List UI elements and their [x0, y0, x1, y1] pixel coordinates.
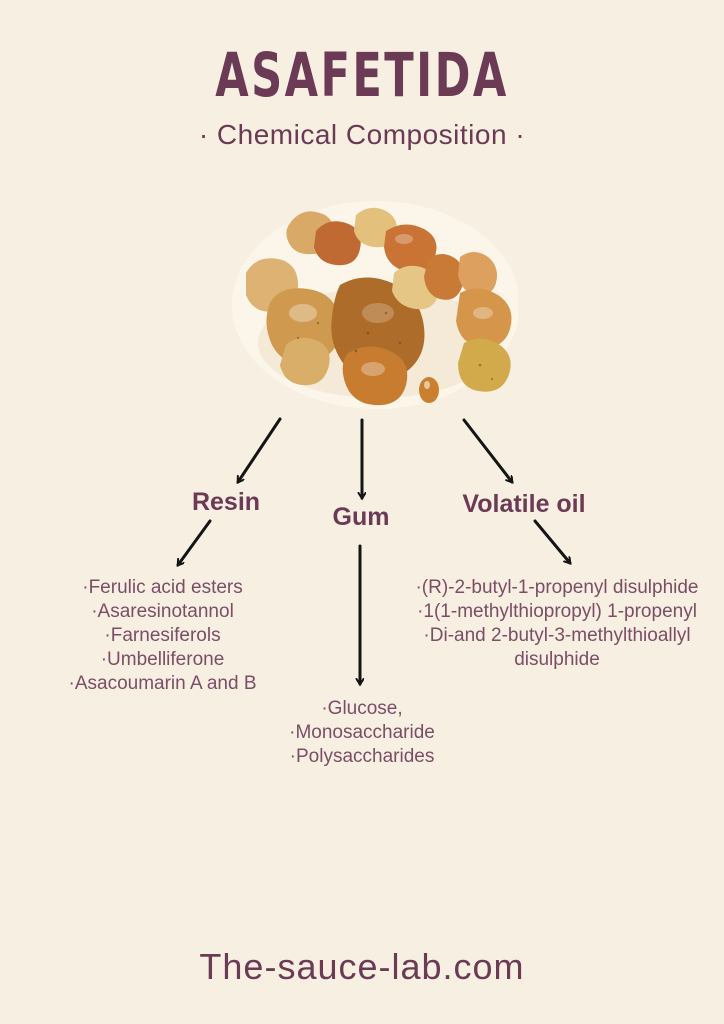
- arrow-resin-to-list: [176, 519, 212, 565]
- list-item: ·Asaresinotannol: [91, 601, 234, 622]
- arrow-photo-to-volatile-oil: [462, 418, 514, 482]
- list-item: ·Polysaccharides: [289, 746, 435, 767]
- branch-label-resin: Resin: [191, 488, 261, 516]
- list-item: ·1(1-methylthiopropyl) 1-propenyl: [417, 601, 697, 622]
- asafetida-resin-photo: [232, 201, 518, 409]
- list-item: ·Umbelliferone: [100, 649, 225, 670]
- page-subtitle: · Chemical Composition ·: [198, 119, 526, 150]
- list-item: ·Glucose,: [321, 698, 403, 719]
- list-item: ·Di-and 2-butyl-3-methylthioallyl disulp…: [423, 625, 691, 670]
- branch-label-volatile-oil: Volatile oil: [462, 490, 586, 518]
- page-title: ASAFETIDA: [215, 40, 509, 111]
- volatile-oil-components-list: ·(R)-2-butyl-1-propenyl disulphide ·1(1-…: [394, 576, 720, 672]
- list-item: ·Ferulic acid esters: [82, 577, 243, 598]
- list-item: ·Farnesiferols: [104, 625, 221, 646]
- arrow-photo-to-resin: [236, 417, 282, 482]
- website-footer: The-sauce-lab.com: [199, 946, 525, 987]
- list-item: ·Monosaccharide: [289, 722, 435, 743]
- list-item: ·(R)-2-butyl-1-propenyl disulphide: [415, 577, 699, 598]
- arrow-volatile-oil-to-list: [533, 519, 570, 563]
- gum-components-list: ·Glucose, ·Monosaccharide ·Polysaccharid…: [252, 697, 472, 769]
- branch-label-gum: Gum: [332, 503, 390, 531]
- resin-components-list: ·Ferulic acid esters ·Asaresinotannol ·F…: [20, 576, 305, 696]
- list-item: ·Asacoumarin A and B: [68, 673, 257, 694]
